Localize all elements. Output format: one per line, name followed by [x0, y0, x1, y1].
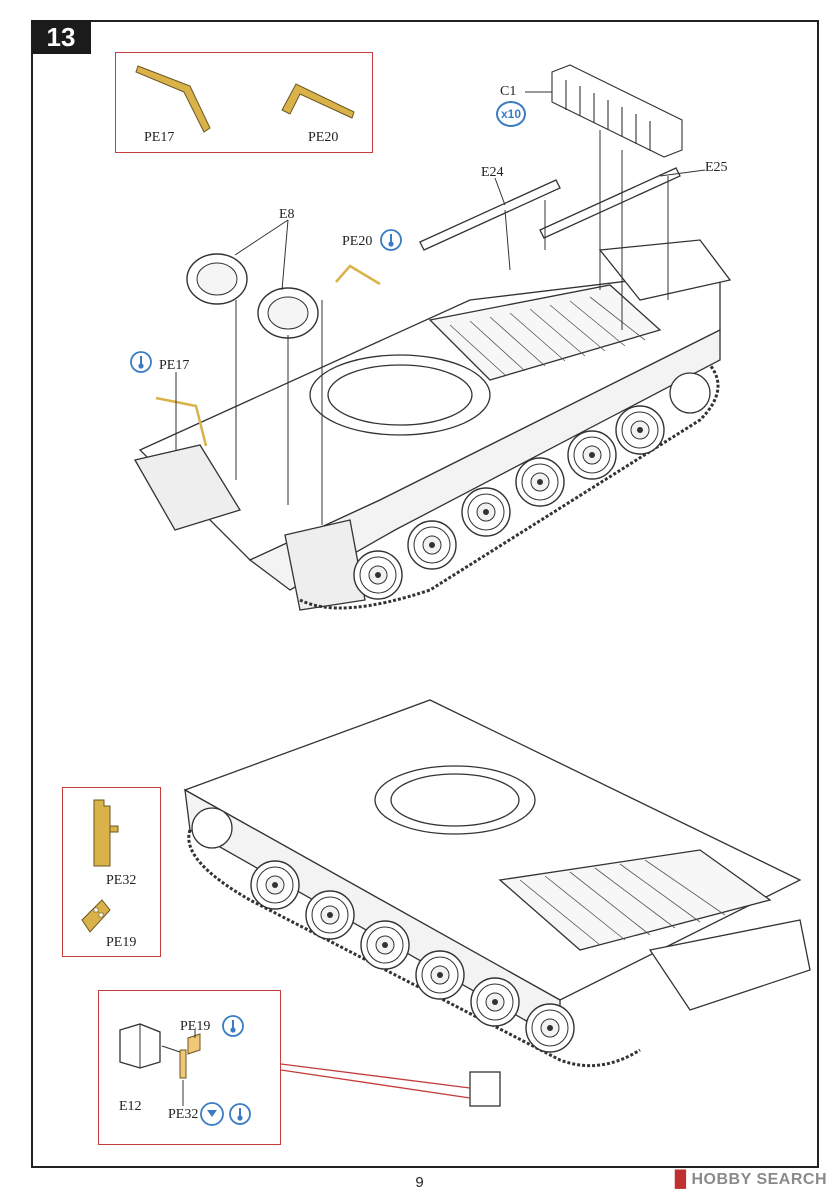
watermark-text: HOBBY SEARCH: [691, 1171, 827, 1188]
bend-icon-pe20: [380, 229, 402, 251]
fold-down-icon-pe32: [200, 1102, 224, 1126]
tank-top-view-upper: [134, 239, 732, 611]
pe17-part-illustration: [135, 65, 211, 133]
detail-inset-box: [98, 990, 281, 1145]
pe20-placement: [335, 264, 381, 286]
label-e25: E25: [705, 160, 728, 175]
step-number-badge: 13: [31, 20, 91, 54]
pe19-detail-part: [187, 1033, 201, 1055]
label-pe20-main: PE20: [342, 234, 373, 249]
bend-icon-pe17: [130, 351, 152, 373]
bend-icon-pe32: [229, 1103, 251, 1125]
c1-quantity-text: x10: [500, 107, 522, 121]
pe32-detail-part: [179, 1049, 187, 1079]
e12-part-illustration: [119, 1023, 161, 1069]
label-c1: C1: [500, 84, 517, 99]
pe-parts-box-left: [62, 787, 161, 957]
e8-wheels: [186, 253, 319, 339]
pe-parts-box-top: [115, 52, 373, 153]
pe19-part-illustration: [81, 899, 111, 933]
pe32-part-illustration: [93, 799, 119, 867]
label-e8: E8: [279, 207, 295, 222]
detail-pointer-top: [280, 1063, 471, 1089]
label-e24: E24: [481, 165, 504, 180]
bend-icon-pe19: [222, 1015, 244, 1037]
label-pe17-box: PE17: [144, 130, 175, 145]
tank-top-view-lower: [183, 699, 811, 1068]
label-pe19-box: PE19: [106, 935, 137, 950]
hobby-search-watermark: █ HOBBY SEARCH: [674, 1171, 827, 1188]
label-pe17-main: PE17: [159, 358, 190, 373]
label-e12: E12: [119, 1099, 142, 1114]
e25-bar: [539, 167, 681, 239]
page-frame: [31, 20, 819, 1168]
drive-sprocket-lower: [191, 807, 233, 849]
label-pe19-detail: PE19: [180, 1019, 211, 1034]
label-pe32-detail: PE32: [168, 1107, 199, 1122]
c1-quantity-badge: x10: [496, 101, 526, 127]
pe17-placement: [155, 396, 208, 447]
label-pe20-box: PE20: [308, 130, 339, 145]
e24-bar: [419, 179, 561, 251]
c1-jerry-cans: [551, 64, 683, 158]
drive-sprocket-upper: [669, 372, 711, 414]
leader-lines-upper: [175, 91, 706, 525]
e12-mounted: [469, 1071, 501, 1107]
page-number: 9: [415, 1174, 424, 1191]
detail-pointer-bottom: [280, 1069, 471, 1099]
pe20-part-illustration: [281, 83, 355, 119]
label-pe32-box: PE32: [106, 873, 137, 888]
detail-leader-lines: [161, 1030, 196, 1106]
